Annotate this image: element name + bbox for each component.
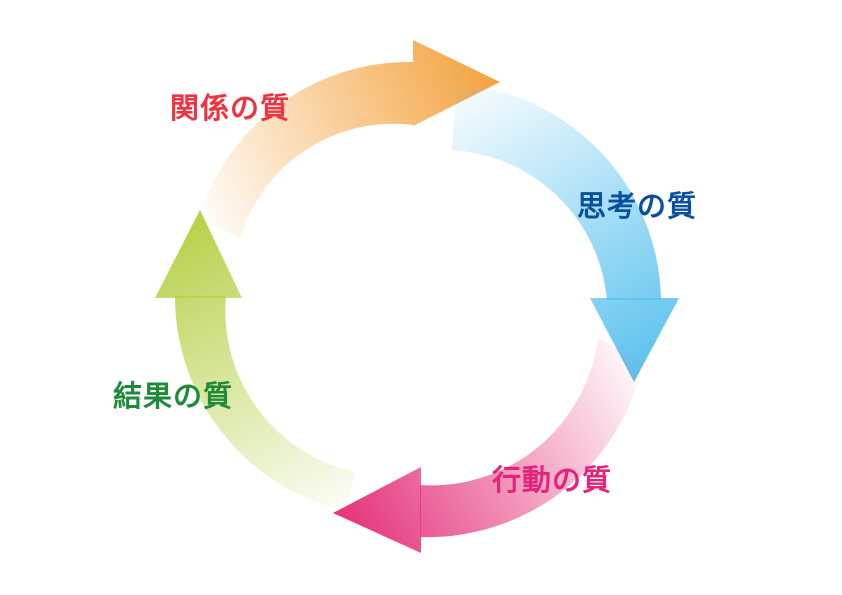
arrow-result-shaft bbox=[174, 296, 355, 511]
arrow-thinking-shaft bbox=[452, 84, 661, 300]
label-result-quality: 結果の質 bbox=[113, 379, 234, 413]
arrow-thinking-head bbox=[590, 298, 679, 382]
arrow-relationship-shaft bbox=[199, 61, 413, 238]
arrow-relationship-head bbox=[413, 40, 500, 126]
arrow-action bbox=[333, 338, 643, 553]
arrow-result-head bbox=[155, 210, 242, 298]
arrow-thinking bbox=[452, 84, 679, 382]
arrow-action-shaft bbox=[420, 338, 643, 538]
label-thinking-quality: 思考の質 bbox=[577, 189, 698, 223]
label-action-quality: 行動の質 bbox=[492, 463, 613, 497]
arrow-result bbox=[155, 210, 355, 511]
label-relationship-quality: 関係の質 bbox=[170, 91, 291, 125]
arrow-action-head bbox=[333, 467, 421, 553]
arrow-relationship bbox=[199, 40, 500, 238]
